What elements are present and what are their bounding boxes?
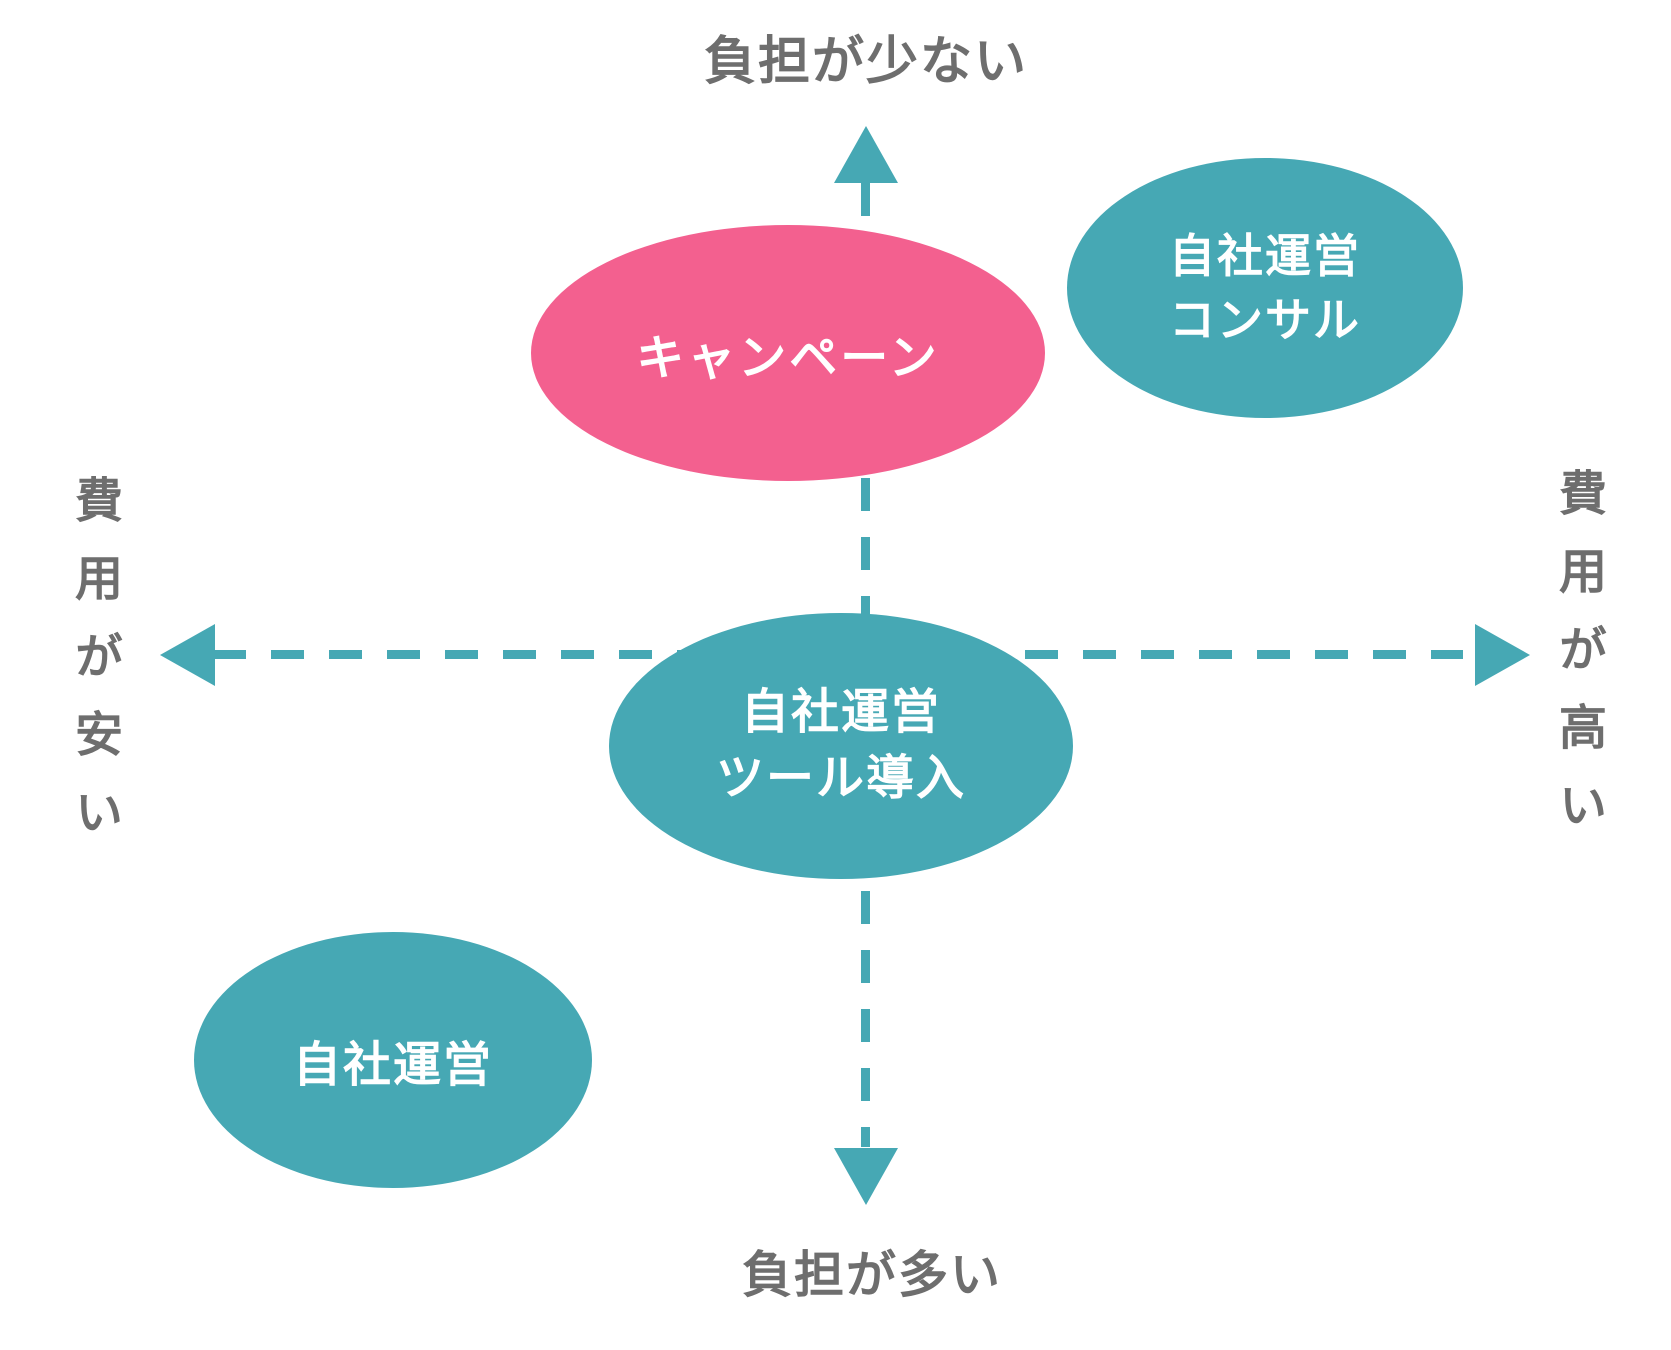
bubble-inhouse-consulting-label-line1: 自社運営 — [1169, 230, 1361, 282]
arrowhead-down-icon — [834, 1148, 898, 1205]
arrowhead-left-icon — [160, 624, 215, 686]
arrowhead-up-icon — [834, 126, 898, 183]
bubble-inhouse-tool-label-line1: 自社運営 — [740, 686, 941, 739]
axis-label-right: 費用が高い — [1551, 468, 1604, 858]
bubble-campaign: キャンペーン — [531, 225, 1045, 481]
bubble-inhouse: 自社運営 — [194, 932, 592, 1188]
bubble-inhouse-tool-label-line2: ツール導入 — [715, 752, 966, 805]
bubble-inhouse-label: 自社運営 — [292, 1039, 493, 1092]
bubble-inhouse-tool: 自社運営 ツール導入 — [609, 613, 1073, 879]
axis-label-left: 費用が安い — [67, 475, 120, 865]
arrowhead-right-icon — [1475, 624, 1530, 686]
bubble-campaign-label: キャンペーン — [636, 332, 940, 385]
axis-label-bottom: 負担が多い — [742, 1247, 1002, 1303]
bubble-inhouse-consulting-label-line2: コンサル — [1169, 294, 1361, 346]
bubble-inhouse-consulting: 自社運営 コンサル — [1067, 158, 1463, 418]
axis-label-top: 負担が少ない — [703, 33, 1029, 91]
